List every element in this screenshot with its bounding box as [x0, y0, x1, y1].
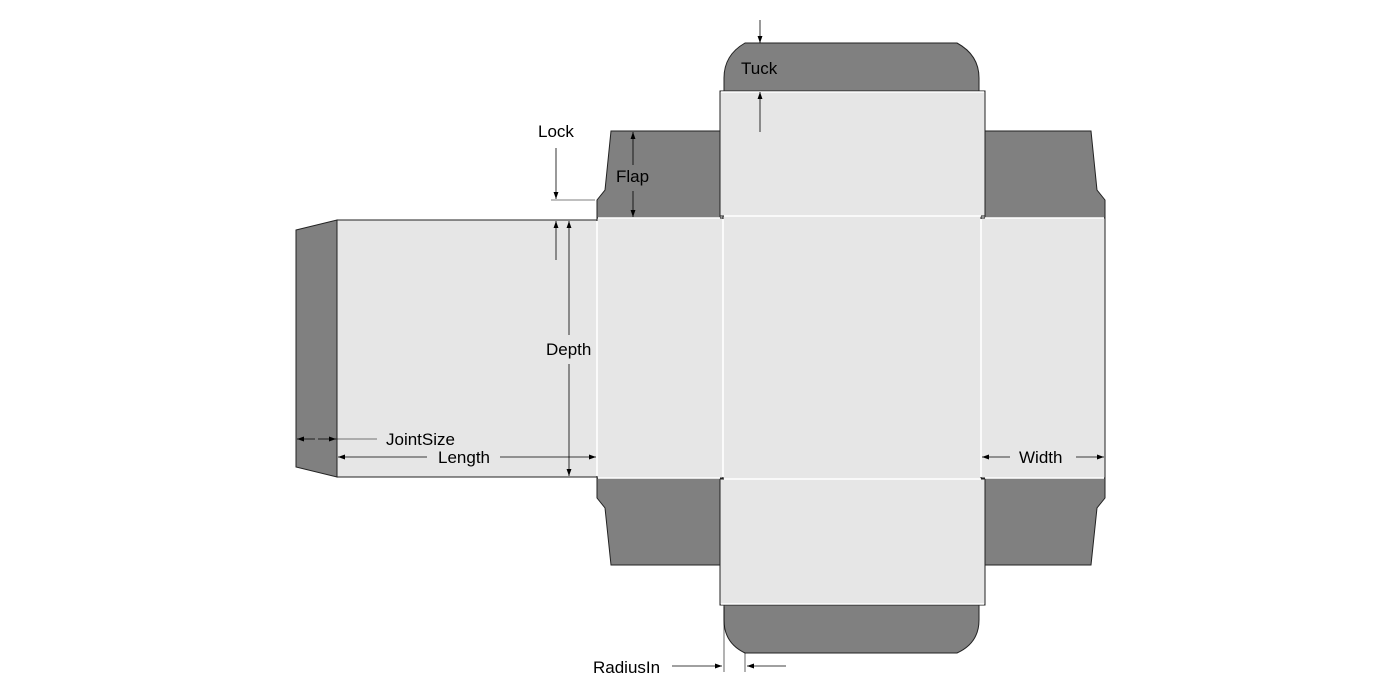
fold-lines	[596, 91, 1104, 605]
lock-label: Lock	[538, 122, 574, 141]
dust-flap-bottom-left	[596, 476, 721, 566]
lock-dimension: Lock	[538, 122, 595, 260]
front-panel	[722, 215, 982, 480]
tuck-flap-bottom	[723, 603, 980, 654]
side-panel-left	[596, 217, 724, 479]
joint-size-label: JointSize	[386, 430, 455, 449]
tuck-label: Tuck	[741, 59, 778, 78]
radius-in-dimension: RadiusIn	[593, 607, 786, 677]
dust-flap-top-right	[984, 130, 1106, 219]
tuck-flap-top	[723, 42, 980, 94]
tuck-dimension: Tuck	[741, 20, 778, 132]
joint-size-dimension: JointSize	[297, 430, 455, 449]
bottom-closure-panel	[719, 478, 986, 606]
flap-label: Flap	[616, 167, 649, 186]
radius-in-label: RadiusIn	[593, 658, 660, 677]
depth-label: Depth	[546, 340, 591, 359]
width-dimension: Width	[982, 448, 1104, 467]
back-panel	[336, 219, 598, 478]
side-panel-right	[980, 217, 1106, 479]
length-dimension: Length	[338, 448, 596, 467]
length-label: Length	[438, 448, 490, 467]
flap-dimension: Flap	[616, 132, 649, 217]
joint-flap	[295, 219, 338, 478]
dust-flap-bottom-right	[984, 476, 1106, 566]
width-label: Width	[1019, 448, 1062, 467]
